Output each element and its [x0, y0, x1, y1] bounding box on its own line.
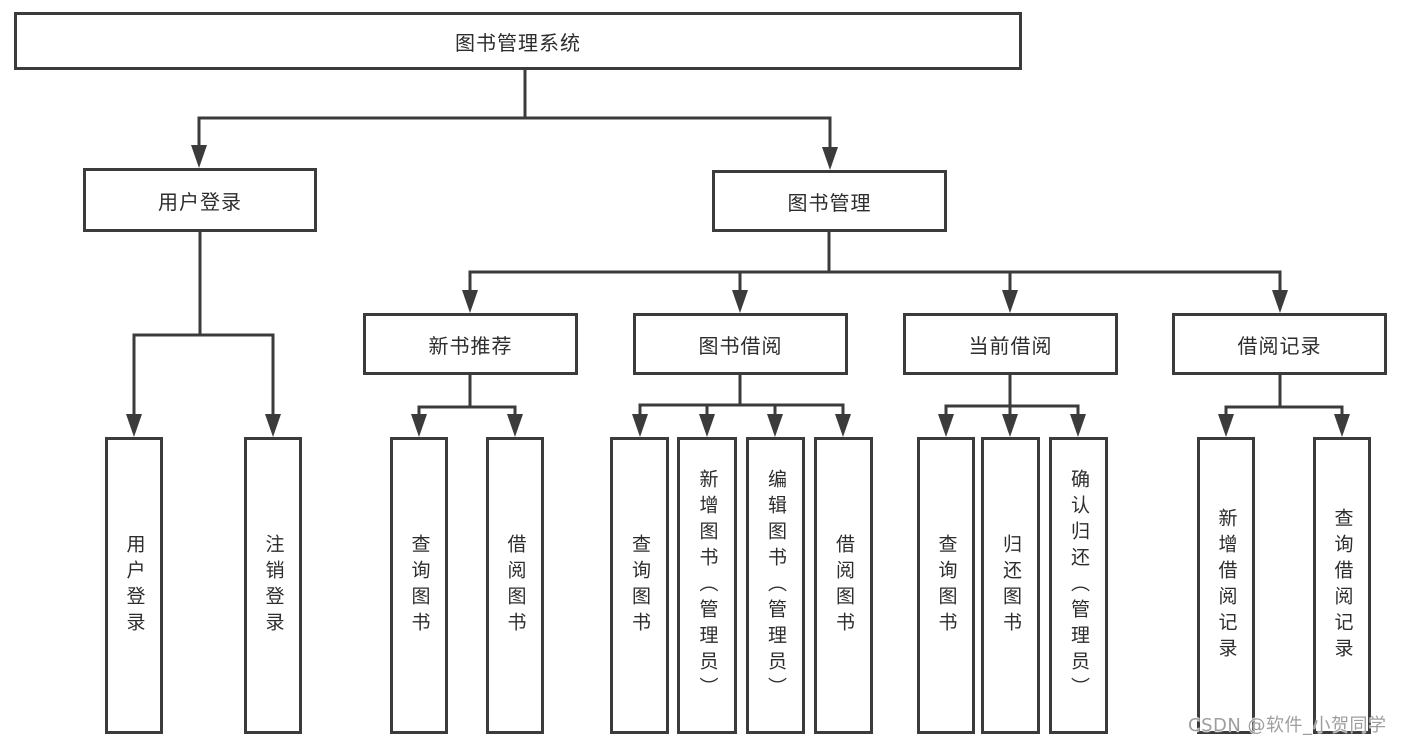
node-leaf-add-book-admin: 新增图书（管理员） [677, 437, 737, 734]
node-leaf-edit-book-admin: 编辑图书（管理员） [746, 437, 805, 734]
node-book-management: 图书管理 [712, 170, 947, 232]
node-leaf-query-books-2-label: 查询图书 [629, 533, 651, 638]
node-leaf-add-book-admin-label: 新增图书（管理员） [696, 468, 719, 703]
node-new-book-recommend-label: 新书推荐 [428, 333, 513, 358]
node-current-borrow: 当前借阅 [903, 313, 1118, 375]
node-leaf-confirm-return-admin-label: 确认归还（管理员） [1068, 468, 1090, 703]
node-leaf-query-books-1-label: 查询图书 [408, 533, 431, 638]
node-leaf-return-book: 归还图书 [981, 437, 1040, 734]
node-leaf-user-login: 用户登录 [105, 437, 163, 734]
node-leaf-edit-book-admin-label: 编辑图书（管理员） [765, 468, 787, 703]
node-leaf-return-book-label: 归还图书 [1000, 533, 1022, 638]
node-leaf-query-books-3: 查询图书 [917, 437, 975, 734]
node-leaf-logout-label: 注销登录 [262, 533, 285, 638]
node-book-borrow-label: 图书借阅 [698, 333, 783, 358]
node-user-login-label: 用户登录 [158, 189, 242, 214]
node-new-book-recommend: 新书推荐 [363, 313, 578, 375]
node-borrow-records-label: 借阅记录 [1237, 333, 1322, 358]
connector-strokes [132, 70, 1344, 416]
node-book-borrow: 图书借阅 [633, 313, 848, 375]
node-leaf-query-borrow-record-label: 查询借阅记录 [1331, 507, 1354, 664]
arrowheads [126, 145, 1350, 437]
node-user-login: 用户登录 [83, 168, 317, 232]
csdn-watermark: CSDN @软件_小贺同学 [1188, 715, 1387, 736]
node-leaf-add-borrow-record-label: 新增借阅记录 [1215, 507, 1238, 664]
node-leaf-query-books-2: 查询图书 [610, 437, 669, 734]
node-leaf-query-borrow-record: 查询借阅记录 [1313, 437, 1371, 734]
node-library-management-system-label: 图书管理系统 [455, 30, 581, 55]
node-leaf-confirm-return-admin: 确认归还（管理员） [1049, 437, 1108, 734]
node-library-management-system: 图书管理系统 [14, 12, 1022, 70]
node-leaf-user-login-label: 用户登录 [123, 533, 146, 638]
node-leaf-borrow-books-1: 借阅图书 [486, 437, 544, 734]
node-leaf-borrow-books-1-label: 借阅图书 [504, 533, 527, 638]
node-leaf-query-books-1: 查询图书 [390, 437, 448, 734]
node-book-management-label: 图书管理 [787, 190, 872, 215]
node-leaf-logout: 注销登录 [244, 437, 302, 734]
node-leaf-add-borrow-record: 新增借阅记录 [1197, 437, 1255, 734]
node-leaf-borrow-books-2-label: 借阅图书 [833, 533, 855, 638]
node-current-borrow-label: 当前借阅 [968, 333, 1053, 358]
node-borrow-records: 借阅记录 [1172, 313, 1387, 375]
node-leaf-query-books-3-label: 查询图书 [935, 533, 958, 638]
node-leaf-borrow-books-2: 借阅图书 [814, 437, 873, 734]
